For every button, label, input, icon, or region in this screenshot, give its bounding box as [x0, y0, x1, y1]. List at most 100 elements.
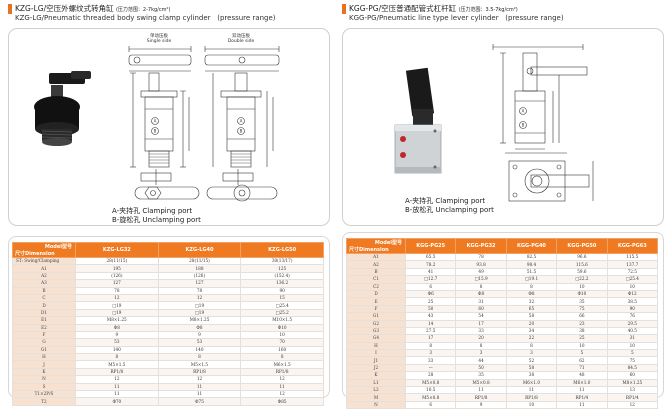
right-model-col-1: KGG-PG25 — [404, 238, 457, 254]
svg-text:B: B — [522, 123, 525, 128]
value-cell: 17 — [404, 334, 457, 343]
value-cell: RP1/4 — [556, 393, 608, 402]
value-cell: 82.5 — [505, 252, 558, 262]
value-cell: 11 — [75, 382, 159, 392]
row-label-cell: A1 — [12, 264, 76, 273]
value-cell: 96.6 — [556, 252, 608, 262]
value-cell: Φ12 — [606, 289, 659, 299]
right-header-dim-label: 尺寸Dimension — [349, 247, 389, 253]
value-cell: RP1/4 — [606, 393, 659, 402]
value-cell: 10 — [556, 282, 608, 291]
row-label-cell: G1 — [12, 345, 76, 355]
value-cell: 58 — [505, 363, 558, 373]
row-label-cell: F — [346, 304, 406, 314]
double-side-top-view — [204, 46, 280, 72]
right-port-b-label: B-放松孔 Unclamping port — [405, 206, 494, 214]
value-cell: □25.2 — [240, 308, 324, 318]
row-label-cell: E1 — [12, 316, 76, 325]
value-cell: 62 — [556, 356, 608, 365]
value-cell: 8 — [157, 353, 242, 362]
value-cell: 65 — [505, 304, 558, 314]
value-cell: Φ10 — [240, 323, 324, 332]
right-title-cn: KGG-PG/空压普通配管式杠杆缸 (压力范围：3.5-7kg/cm²) — [349, 3, 518, 14]
right-model-col-3: KGG-PG40 — [505, 238, 558, 254]
right-port-a-label: A-夹持孔 Clamping port — [405, 197, 486, 205]
value-cell: RP1/8 — [455, 393, 507, 402]
lever-cylinder-product-photo — [394, 67, 442, 174]
left-port-b-label: B-旋松孔 Unclamping port — [112, 216, 201, 224]
value-cell: 5 — [606, 349, 659, 358]
value-cell: 28(11/15) — [157, 256, 242, 266]
value-cell: 75 — [606, 356, 659, 365]
value-cell: 188 — [157, 264, 242, 273]
table-row: D□19□19□25.4 — [12, 301, 324, 310]
value-cell: 25 — [404, 297, 457, 306]
value-cell: 28 — [404, 371, 457, 380]
value-cell: □19 — [157, 301, 242, 310]
left-dimension-table: Model型号 尺寸Dimension KZG-LG32 KZG-LG40 KZ… — [12, 242, 324, 406]
value-cell: 11 — [240, 382, 324, 392]
value-cell: M5×0.8 — [455, 378, 507, 388]
value-cell: 115.5 — [606, 252, 659, 262]
value-cell: 90 — [606, 304, 659, 314]
value-cell: 54 — [455, 312, 507, 321]
lever-cylinder-technical-drawing: A B — [394, 44, 594, 202]
value-cell: 12 — [157, 375, 242, 384]
value-cell: 11 — [157, 382, 242, 392]
value-cell: 11 — [505, 386, 558, 395]
value-cell: RP1/8 — [240, 367, 324, 377]
row-label-cell: F — [12, 330, 76, 340]
value-cell: 22 — [505, 334, 558, 343]
row-label-cell: ST: Swing/Clamping — [12, 256, 76, 266]
value-cell: 49 — [455, 267, 507, 277]
right-header-model-label: Model型号 — [374, 240, 402, 246]
row-label-cell: D1 — [12, 308, 76, 318]
value-cell: □12.7 — [404, 275, 457, 284]
row-label-cell: L1 — [346, 378, 406, 388]
row-label-cell: H — [12, 353, 76, 362]
value-cell: 9 — [75, 330, 159, 340]
row-label-cell: C1 — [346, 275, 406, 284]
row-label-cell: M — [346, 393, 406, 402]
row-label-cell: A3 — [12, 279, 76, 288]
double-side-label-cn: 双动压板 — [232, 32, 250, 39]
value-cell: 11 — [75, 390, 159, 399]
left-title-en: KZG-LG/Pneumatic threaded body swing cla… — [15, 14, 276, 22]
value-cell: 52 — [505, 356, 558, 365]
row-label-cell: J — [12, 360, 76, 369]
value-cell: 53 — [157, 338, 242, 347]
value-cell: 5 — [556, 349, 608, 358]
table-row: A2(126)(126)(152.4) — [12, 271, 324, 281]
value-cell: Φ70 — [75, 397, 159, 406]
value-cell: RP1/8 — [75, 367, 159, 377]
row-label-cell: I — [346, 349, 406, 358]
value-cell: 60 — [606, 371, 659, 380]
value-cell: 34 — [505, 326, 558, 336]
left-table-header-row: Model型号 尺寸Dimension KZG-LG32 KZG-LG40 KZ… — [12, 242, 324, 258]
value-cell: M8×1.25 — [606, 378, 659, 388]
value-cell: 50 — [455, 363, 507, 373]
value-cell: 6 — [404, 282, 457, 291]
value-cell: 140 — [157, 345, 242, 355]
value-cell: Φ8 — [75, 323, 159, 332]
row-label-cell: C — [12, 293, 76, 303]
svg-text:B: B — [154, 129, 157, 134]
svg-text:A: A — [154, 119, 157, 124]
right-port-legend: A-夹持孔 Clamping port B-放松孔 Unclamping por… — [405, 197, 494, 215]
value-cell: 38.5 — [606, 297, 659, 306]
row-label-cell: A1 — [346, 252, 406, 262]
